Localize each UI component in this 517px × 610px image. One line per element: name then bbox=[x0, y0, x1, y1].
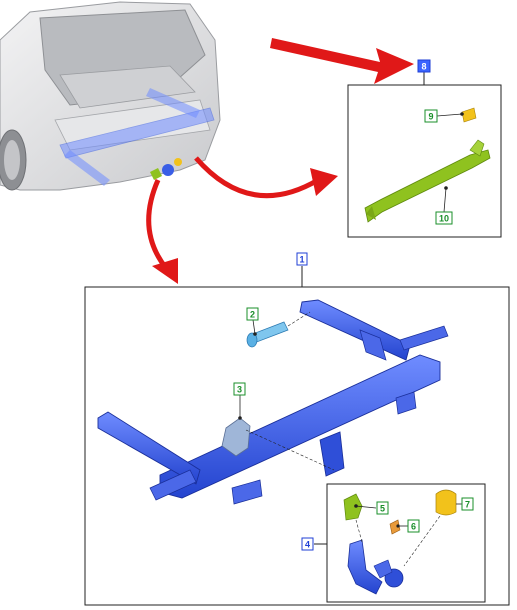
arrow-to-assembly-1 bbox=[146, 178, 178, 284]
reinforcement-rail-icon bbox=[364, 139, 491, 223]
callout-10[interactable]: 10 bbox=[435, 211, 453, 225]
clip-icon bbox=[389, 519, 401, 535]
bracket-icon bbox=[461, 107, 477, 123]
tow-ball-icon bbox=[347, 539, 404, 595]
callout-3[interactable]: 3 bbox=[233, 382, 246, 396]
svg-text:5: 5 bbox=[380, 504, 385, 514]
cap-icon bbox=[435, 489, 457, 516]
arrow-to-detail-8 bbox=[270, 38, 414, 84]
car-rear-icon bbox=[0, 1, 221, 191]
svg-text:1: 1 bbox=[299, 255, 304, 265]
tow-bar-assembly-icon bbox=[97, 299, 449, 505]
arrow-to-detail-10 bbox=[194, 156, 338, 199]
svg-text:2: 2 bbox=[250, 310, 255, 320]
svg-text:3: 3 bbox=[237, 385, 242, 395]
callout-9[interactable]: 9 bbox=[424, 109, 438, 123]
callout-7[interactable]: 7 bbox=[461, 497, 474, 511]
bolt-icon bbox=[246, 321, 289, 348]
svg-text:8: 8 bbox=[421, 62, 426, 72]
svg-text:4: 4 bbox=[305, 540, 310, 550]
callout-1[interactable]: 1 bbox=[296, 252, 308, 266]
detail-box-8 bbox=[347, 72, 502, 238]
callout-4[interactable]: 4 bbox=[301, 537, 314, 551]
svg-text:9: 9 bbox=[428, 112, 433, 122]
svg-text:7: 7 bbox=[465, 500, 470, 510]
svg-text:10: 10 bbox=[439, 214, 449, 224]
callout-2[interactable]: 2 bbox=[246, 307, 259, 321]
callout-6[interactable]: 6 bbox=[407, 519, 420, 533]
wiring-bracket-icon bbox=[343, 493, 363, 521]
callout-5[interactable]: 5 bbox=[376, 501, 389, 515]
svg-text:6: 6 bbox=[411, 522, 416, 532]
callout-8[interactable]: 8 bbox=[417, 59, 431, 73]
